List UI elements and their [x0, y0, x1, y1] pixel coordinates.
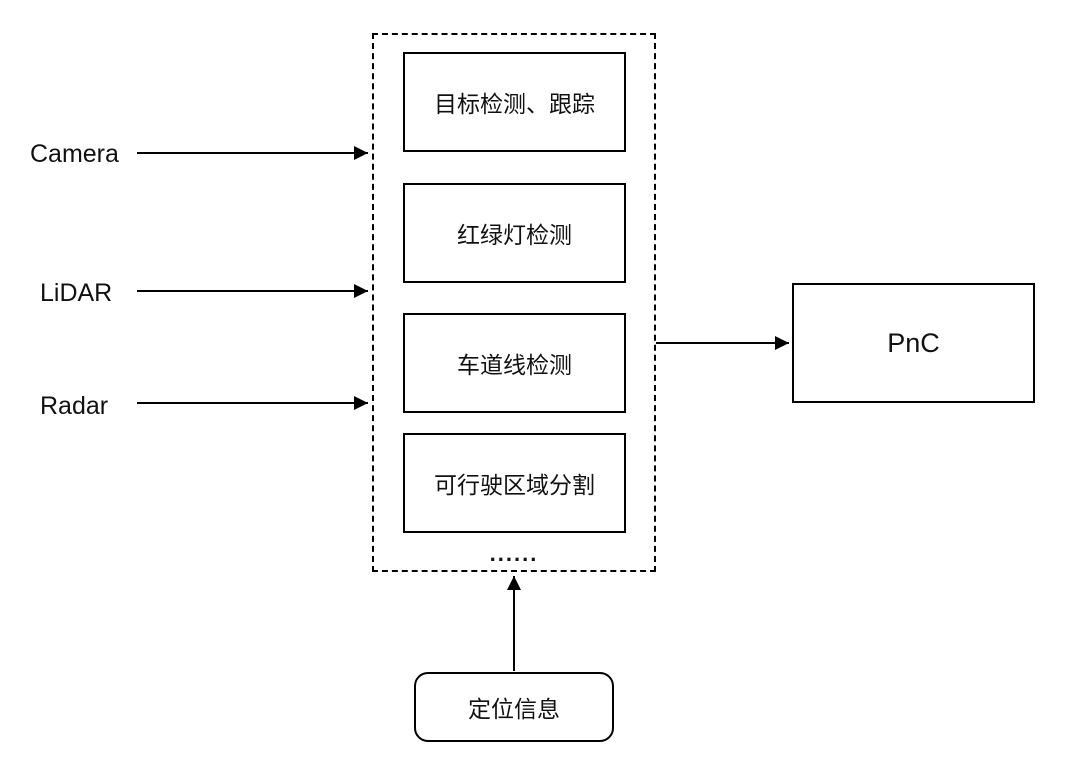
input-label-lidar: LiDAR — [40, 279, 113, 307]
module-label: 目标检测、跟踪 — [434, 91, 595, 117]
pnc-box: PnC — [792, 283, 1035, 403]
localization-label: 定位信息 — [468, 696, 560, 722]
module-box-lane-line-detection: 车道线检测 — [403, 313, 626, 413]
input-label-camera: Camera — [30, 140, 119, 168]
localization-box: 定位信息 — [414, 672, 614, 742]
pnc-label: PnC — [887, 327, 940, 358]
module-box-traffic-light-detection: 红绿灯检测 — [403, 183, 626, 283]
module-box-object-detection-tracking: 目标检测、跟踪 — [403, 52, 626, 152]
input-label-radar: Radar — [40, 392, 109, 420]
module-label: 车道线检测 — [457, 352, 572, 378]
module-box-drivable-area-segmentation: 可行驶区域分割 — [403, 433, 626, 533]
module-label: 红绿灯检测 — [457, 222, 572, 248]
ellipsis-text: ...... — [489, 541, 539, 566]
module-label: 可行驶区域分割 — [434, 472, 595, 498]
